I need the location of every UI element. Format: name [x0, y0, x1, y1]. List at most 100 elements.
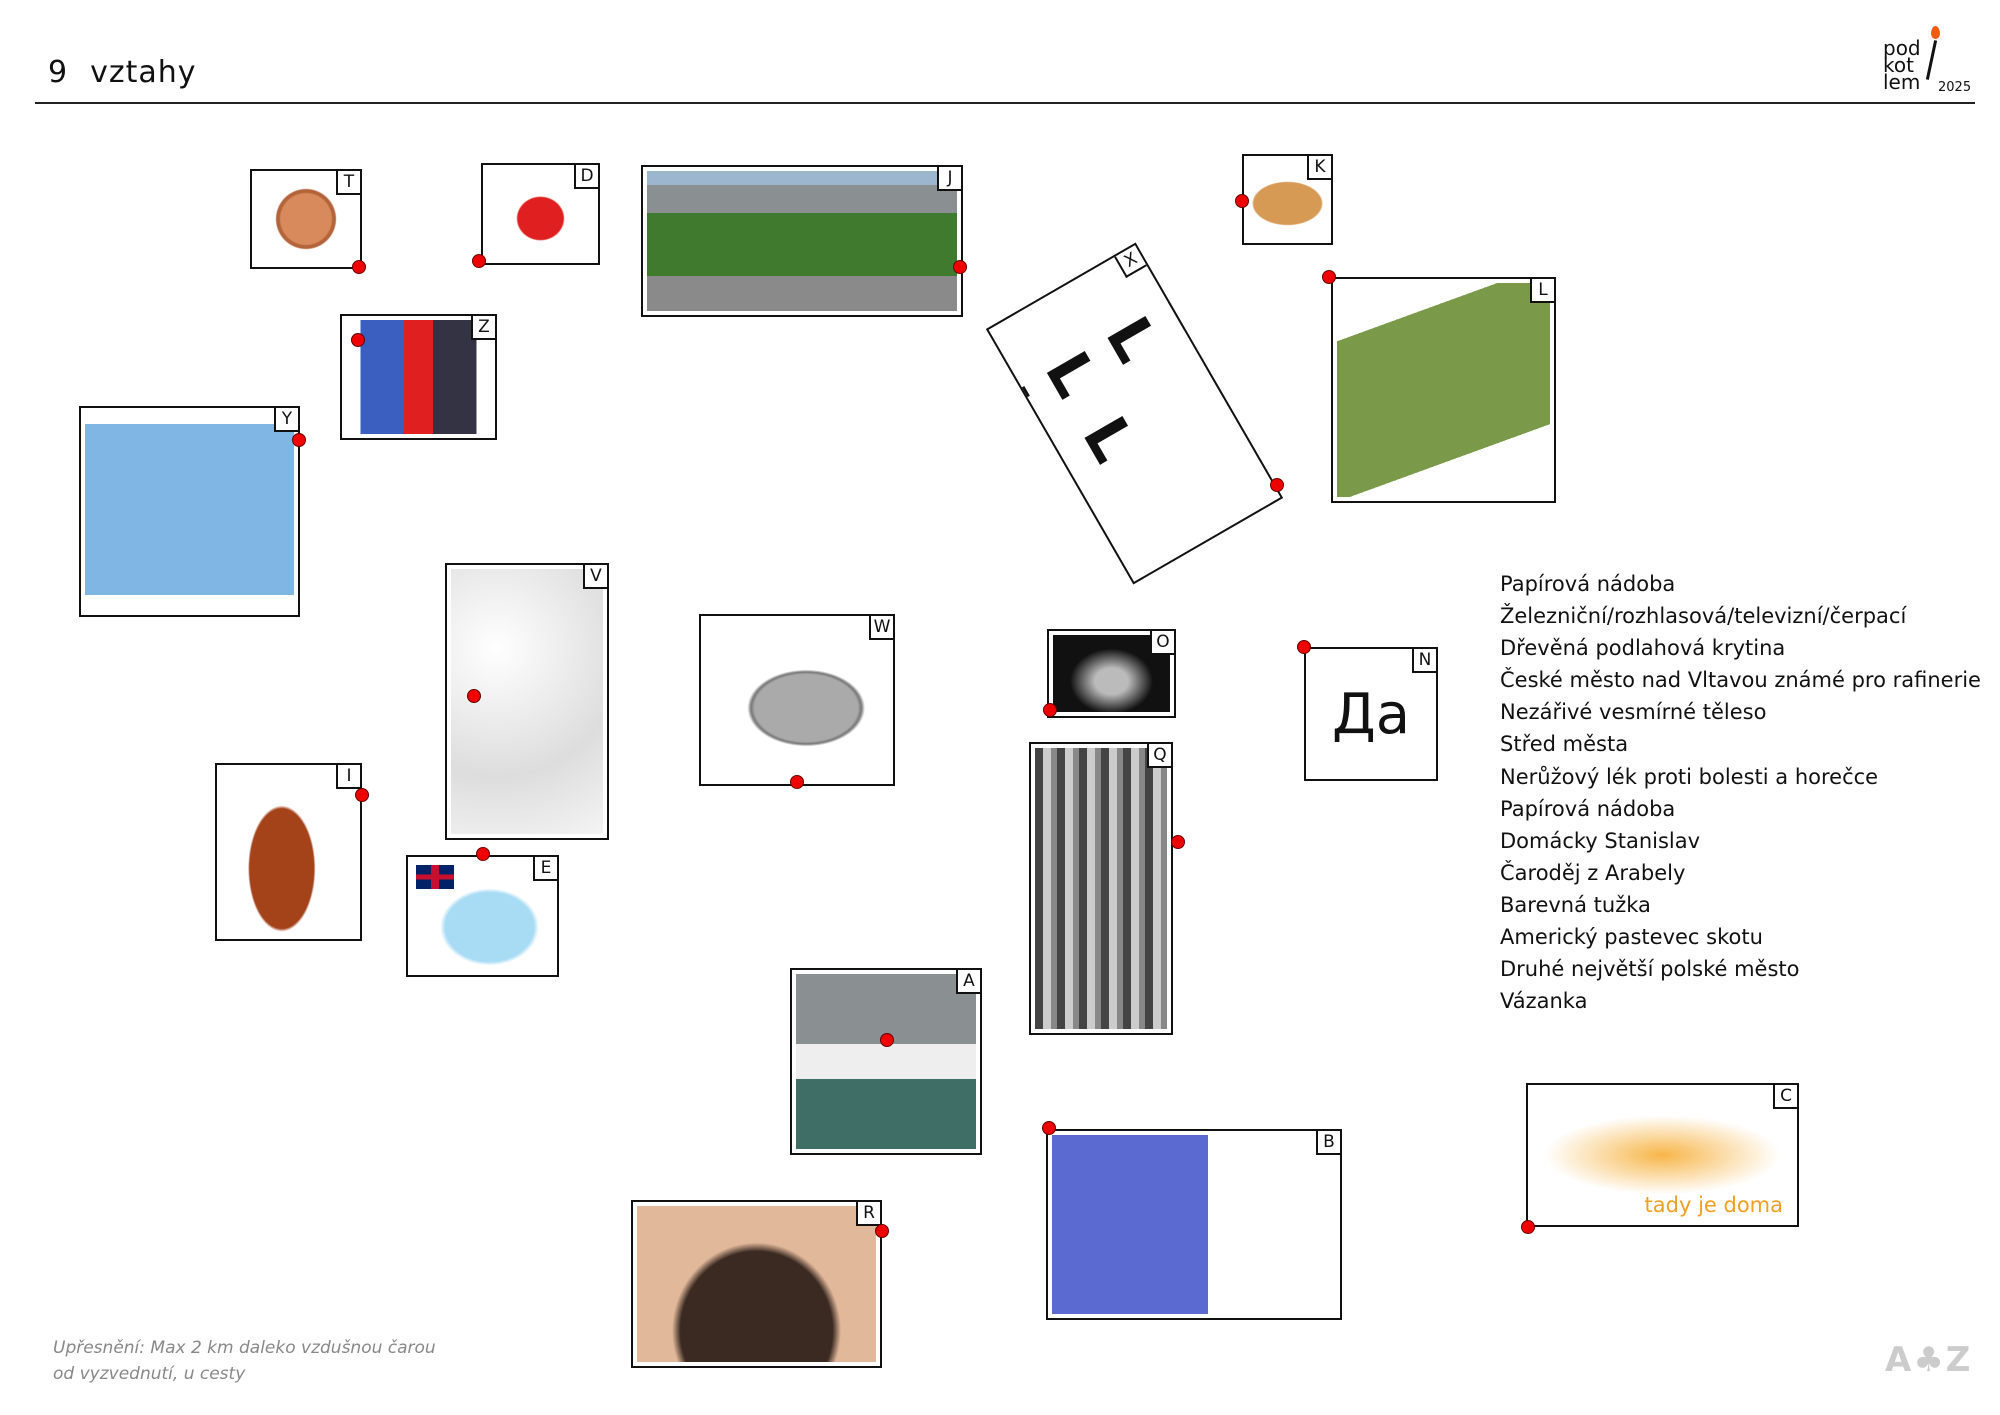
flax-image: [1052, 1135, 1336, 1314]
card-Z: Z: [340, 314, 497, 440]
connection-dot[interactable]: [292, 433, 306, 447]
card-text: tady je doma: [1644, 1193, 1783, 1217]
clue-item: České město nad Vltavou známé pro rafine…: [1500, 668, 1981, 693]
connection-dot[interactable]: [355, 788, 369, 802]
card-J: J: [641, 165, 963, 317]
card-letter: T: [336, 171, 360, 195]
connection-dot[interactable]: [880, 1033, 894, 1047]
connection-dot[interactable]: [1521, 1220, 1535, 1234]
iceberg-image: [796, 974, 976, 1149]
card-letter: Y: [274, 408, 298, 432]
card-letter: B: [1316, 1131, 1340, 1155]
card-letter: A: [956, 970, 980, 994]
flame-icon: [1931, 26, 1940, 39]
clue-item: Domácky Stanislav: [1500, 828, 1701, 853]
card-letter: D: [574, 165, 598, 189]
card-text: Да: [1331, 681, 1411, 747]
logo-word: lem: [1883, 70, 1921, 94]
card-R: R: [631, 1200, 882, 1368]
clue-item: Čaroděj z Arabely: [1500, 860, 1686, 885]
card-D: D: [481, 163, 600, 265]
card-letter: E: [533, 857, 557, 881]
connection-dot[interactable]: [1043, 703, 1057, 717]
clue-item: Druhé největší polské město: [1500, 957, 1800, 982]
header-divider: [35, 102, 1975, 104]
podkotlem-logo: pod kot lem 2025: [1880, 22, 1980, 102]
clue-item: Barevná tužka: [1500, 892, 1651, 917]
clue-item: Americký pastevec skotu: [1500, 925, 1763, 950]
card-I: I: [215, 763, 362, 941]
rum-bottle-image: [221, 769, 356, 935]
uk-flag-icon: [416, 865, 454, 889]
connection-dot[interactable]: [472, 254, 486, 268]
house-blueprint-image: [85, 412, 294, 611]
connection-dot[interactable]: [467, 689, 481, 703]
connection-dot[interactable]: [1322, 270, 1336, 284]
logo-year: 2025: [1938, 80, 1972, 95]
text-image: [1310, 653, 1432, 775]
logo-word: kot: [1883, 53, 1914, 77]
card-T: T: [250, 169, 362, 269]
card-letter: W: [869, 616, 893, 640]
candle-icon: [1925, 40, 1938, 80]
orange-cloud-image: [1532, 1089, 1793, 1221]
connection-dot[interactable]: [352, 260, 366, 274]
clue-item: Vázanka: [1500, 989, 1588, 1014]
card-letter: C: [1773, 1085, 1797, 1109]
card-letter: V: [583, 565, 607, 589]
connection-dot[interactable]: [1270, 478, 1284, 492]
card-O: O: [1047, 629, 1176, 718]
clarification-note: Upřesnění: Max 2 km daleko vzdušnou čaro…: [53, 1335, 436, 1387]
clue-item: Papírová nádoba: [1500, 796, 1676, 821]
az-logo: A♣Z: [1885, 1340, 1973, 1380]
note-line: Upřesnění: Max 2 km daleko vzdušnou čaro…: [53, 1338, 436, 1358]
bear-trap-image: [705, 620, 889, 780]
puzzle-number: 9: [48, 55, 69, 90]
clue-item: Dřevěná podlahová krytina: [1500, 636, 1786, 661]
connection-dot[interactable]: [1297, 640, 1311, 654]
puzzle-title: vztahy: [90, 55, 197, 90]
connection-dot[interactable]: [1171, 835, 1185, 849]
connection-dot[interactable]: [351, 333, 365, 347]
connection-dot[interactable]: [875, 1224, 889, 1238]
clue-item: Papírová nádoba: [1500, 572, 1676, 596]
dandruff-image: [637, 1206, 876, 1362]
card-letter: O: [1150, 631, 1174, 655]
clue-item: Nezářivé vesmírné těleso: [1500, 700, 1767, 725]
connection-dot[interactable]: [1235, 194, 1249, 208]
card-letter: I: [336, 765, 360, 789]
clue-item: Střed města: [1500, 732, 1629, 757]
clue-item: Nerůžový lék proti bolesti a horečce: [1500, 764, 1879, 789]
card-letter: R: [856, 1202, 880, 1226]
card-letter: Z: [471, 316, 495, 340]
connection-dot[interactable]: [476, 847, 490, 861]
card-Y: Y: [79, 406, 300, 617]
logo-word: pod: [1883, 36, 1921, 60]
card-letter: J: [937, 167, 961, 191]
card-B: B: [1046, 1129, 1342, 1320]
card-L: L: [1331, 277, 1556, 503]
boxers-image: [346, 320, 491, 434]
card-K: K: [1242, 154, 1333, 245]
page-title: 9 vztahy: [48, 55, 197, 90]
metal-profiles-image: [1035, 748, 1167, 1029]
connection-dot[interactable]: [953, 260, 967, 274]
card-W: W: [699, 614, 895, 786]
connection-dot[interactable]: [1042, 1121, 1056, 1135]
tent-image: [1337, 283, 1550, 497]
city-park-aerial-image: [647, 171, 957, 311]
card-letter: L: [1530, 279, 1554, 303]
card-letter: K: [1307, 156, 1331, 180]
connection-dot[interactable]: [790, 775, 804, 789]
card-letter: N: [1412, 649, 1436, 673]
note-line: od vyzvednutí, u cesty: [53, 1364, 246, 1384]
card-letter: Q: [1147, 744, 1171, 768]
card-A: A: [790, 968, 982, 1155]
card-E: E: [406, 855, 559, 977]
card-Q: Q: [1029, 742, 1173, 1035]
